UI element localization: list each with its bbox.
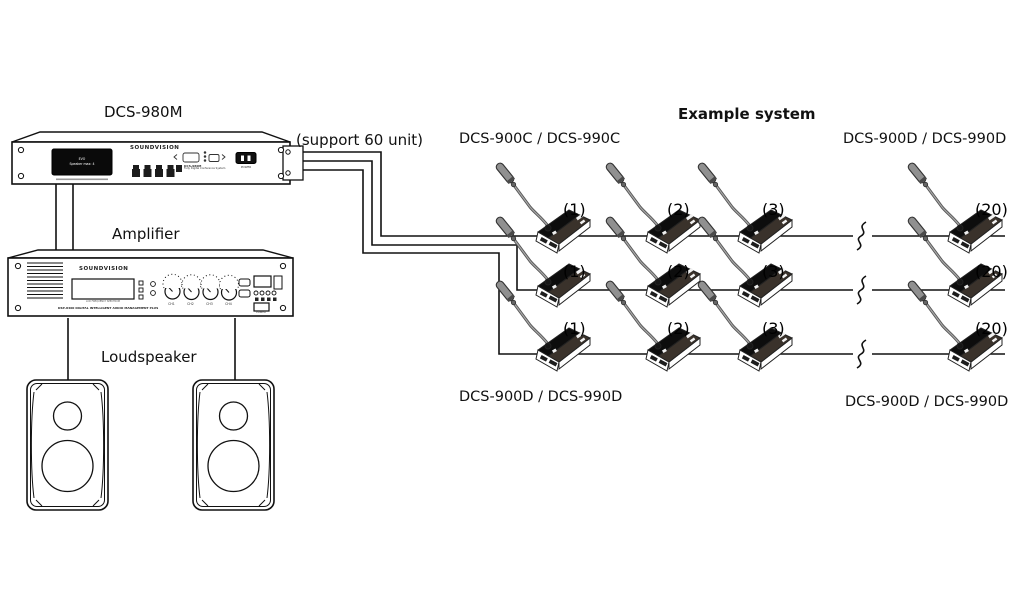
ch4-label: CH4 — [225, 302, 232, 306]
amplifier-display-caption: LCD FREQUENCY SPECTRUM — [86, 299, 120, 303]
ch1-label: CH1 — [168, 302, 175, 306]
lcd-line1: EVO — [78, 156, 86, 161]
mic-unit-number: (2) — [667, 200, 690, 219]
ch3-label: CH3 — [206, 302, 213, 306]
lcd-screen — [51, 148, 113, 176]
panel-screws — [17, 146, 291, 180]
tweeter — [52, 401, 83, 431]
panel-subtitle-text: Fully Digital Conference System — [184, 166, 226, 170]
mic-unit-number: (3) — [762, 262, 785, 281]
mic-unit-number: (20) — [975, 262, 1008, 281]
power-button — [253, 302, 270, 312]
main-unit-brand: SOUNDVISION — [130, 145, 180, 151]
loudspeaker-label: Loudspeaker — [101, 348, 197, 366]
gooseneck-mic-unit-icon — [688, 274, 803, 374]
indicator-leds — [138, 280, 156, 300]
power-switch — [235, 152, 257, 164]
loudspeaker-left — [26, 379, 109, 511]
channel-knobs — [162, 273, 239, 301]
lcd-screen-text: EVO Speaker max: 4 — [52, 149, 112, 175]
menu-buttons — [132, 165, 182, 177]
channel-labels: CH1 CH2 CH3 CH4 — [162, 302, 238, 306]
wire-main-to-amp — [55, 184, 74, 250]
mic-unit-number: (2) — [667, 319, 690, 338]
ventilation-grille — [27, 262, 63, 299]
amplifier-unit — [7, 249, 294, 317]
panel-screws — [14, 262, 287, 312]
spectrum-display — [71, 278, 135, 300]
mic-unit-number: (3) — [762, 200, 785, 219]
main-unit-power-label: POWER — [240, 164, 252, 169]
level-controls — [173, 151, 226, 163]
example-system-title: Example system — [678, 105, 816, 123]
amplifier-brand: SOUNDVISION — [79, 266, 129, 272]
mic-unit-number: (1) — [563, 262, 586, 281]
mic-unit-number: (2) — [667, 262, 690, 281]
model-label-bottom-right: DCS-900D / DCS-990D — [845, 394, 1009, 410]
output-section — [238, 275, 283, 312]
amplifier-model-line: DSP-8400 DIGITAL INTELLIGENT AUDIO MANAG… — [58, 305, 159, 310]
wire-amp-to-speakers — [67, 318, 236, 381]
cable-break-icon — [856, 221, 867, 251]
lcd-line2: Speaker max: 4 — [69, 162, 95, 166]
loudspeaker-right — [192, 379, 275, 511]
amplifier-power-label: POWER — [256, 311, 266, 314]
dcs-980m-unit — [11, 131, 304, 185]
amplifier-label: Amplifier — [112, 225, 180, 243]
mic-unit-number: (1) — [563, 319, 586, 338]
main-unit-label: DCS-980M — [104, 103, 183, 121]
main-unit-panel-text: DCS-980M Fully Digital Conference System — [184, 163, 244, 171]
model-label-top-right: DCS-900D / DCS-990D — [843, 131, 1007, 147]
mic-unit-number: (1) — [563, 200, 586, 219]
mic-unit-number: (3) — [762, 319, 785, 338]
mic-unit — [688, 274, 803, 374]
ch2-label: CH2 — [187, 302, 194, 306]
mic-unit-number: (20) — [975, 200, 1008, 219]
woofer — [207, 439, 260, 493]
panel-model-text: DCS-980M — [184, 163, 202, 168]
support-note: (support 60 unit) — [296, 131, 423, 149]
tweeter — [218, 401, 249, 431]
model-label-bottom-left: DCS-900D / DCS-990D — [459, 389, 623, 405]
mic-unit-number: (20) — [975, 319, 1008, 338]
woofer — [41, 439, 94, 493]
model-label-top-left: DCS-900C / DCS-990C — [459, 131, 621, 147]
